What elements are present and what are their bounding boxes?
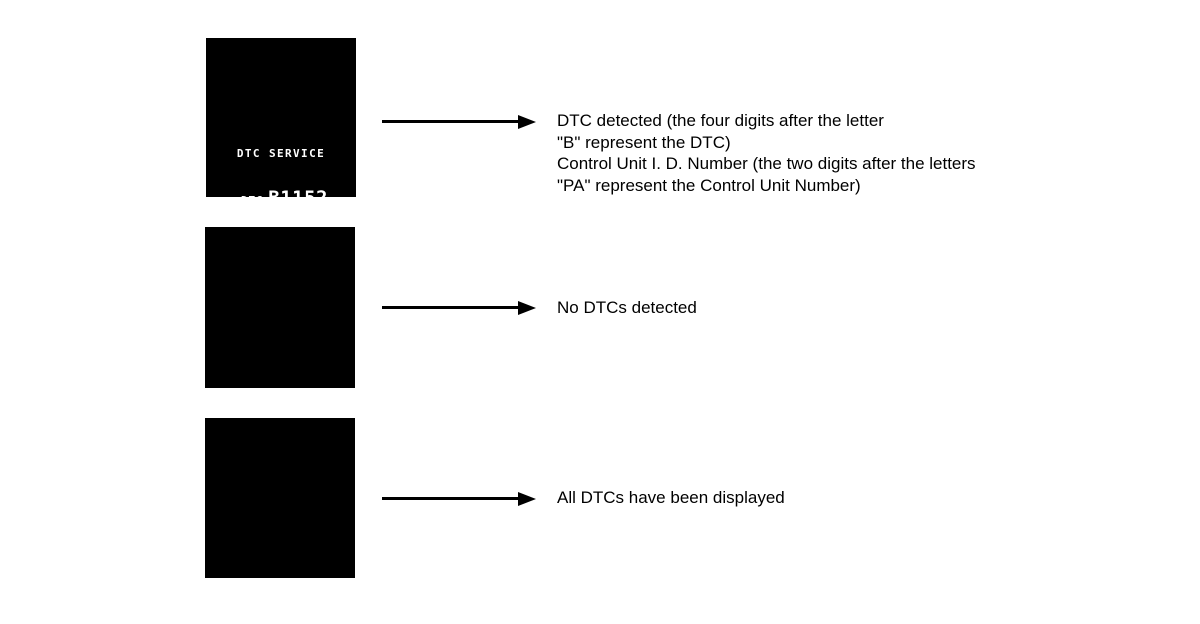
lcd-header-label: DTC SERVICE [236, 147, 326, 160]
lcd-dtc-prefix: DTC [241, 194, 263, 197]
callout-text-3: All DTCs have been displayed [557, 488, 785, 507]
lcd-display-panel-3: DTC SERVICE DTCEND [205, 418, 355, 578]
arrow-right-icon-1 [382, 115, 536, 129]
arrow-head [518, 492, 536, 506]
lcd-display-panel-2: DTC SERVICE DTCNO [205, 227, 355, 388]
arrow-head [518, 115, 536, 129]
arrow-shaft [382, 497, 520, 500]
arrow-right-icon-2 [382, 301, 536, 315]
arrow-shaft [382, 120, 520, 123]
lcd-dtc-line: DTC B1152 [206, 187, 356, 198]
callout-text-1: DTC detected (the four digits after the … [557, 111, 976, 195]
lcd-display-panel-1: DTC SERVICE DTCB1152 PA50 [206, 38, 356, 197]
lcd-dtc-value: B1152 [268, 187, 328, 198]
callout-text-2: No DTCs detected [557, 298, 697, 317]
arrow-head [518, 301, 536, 315]
arrow-shaft [382, 306, 520, 309]
arrow-right-icon-3 [382, 492, 536, 506]
